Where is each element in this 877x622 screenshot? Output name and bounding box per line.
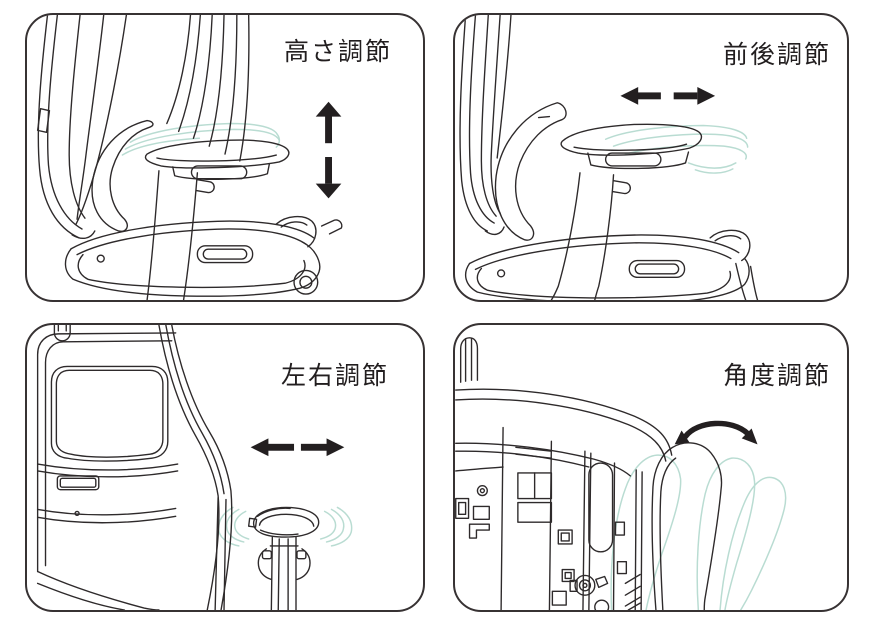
right-arrow-icon [300,438,345,457]
panel-forward-backward-adjustment: 前後調節 [453,13,849,302]
down-arrow-icon [315,157,342,199]
panel-left-right-adjustment: 左右調節 [25,323,425,612]
panel-title-left-right: 左右調節 [280,361,389,390]
armrest-support [146,170,215,300]
armrest-pad [560,123,703,170]
chair-back [459,15,551,236]
armrest-close-up-pivot-illustration [455,337,787,610]
chair-side-view-armrest-slide-illustration [459,15,759,300]
armrest-pad-upright [651,442,723,610]
chair-back-frame [166,15,250,162]
armrest-post [257,536,311,610]
armrest-frame-loop [494,102,567,241]
seat-base [64,215,343,297]
chair-back [36,15,128,240]
seat-edge-curves [455,388,673,477]
armrest-ghost-outline [121,122,281,156]
right-arrow-icon [673,86,716,105]
up-arrow-icon [315,101,342,144]
armrest-ghost-outline [610,454,787,610]
chair-side-frame [158,325,233,610]
panel-title-forward-backward: 前後調節 [722,40,831,69]
left-arrow-icon [620,86,661,105]
armrest-support [550,172,631,300]
chair-side-view-armrest-height-illustration [36,15,343,300]
panel-title-angle: 角度調節 [722,361,831,390]
seat-base [464,229,759,300]
armrest-frame-loop [91,119,154,232]
chair-back-frame [36,325,179,610]
panel-height-adjustment: 高さ調節 [25,13,425,302]
headrest-stem [459,337,479,383]
seat-mechanism [455,426,643,610]
armrest-ghost-outline [217,506,353,547]
chair-rear-view-armrest-lateral-illustration [36,325,353,610]
armrest-pad [144,139,290,181]
panel-title-height: 高さ調節 [283,37,392,66]
left-arrow-icon [250,438,295,457]
armrest-pad-rear [247,506,320,538]
rotate-arrow-icon [674,420,758,445]
panel-angle-adjustment: 角度調節 [453,323,849,612]
